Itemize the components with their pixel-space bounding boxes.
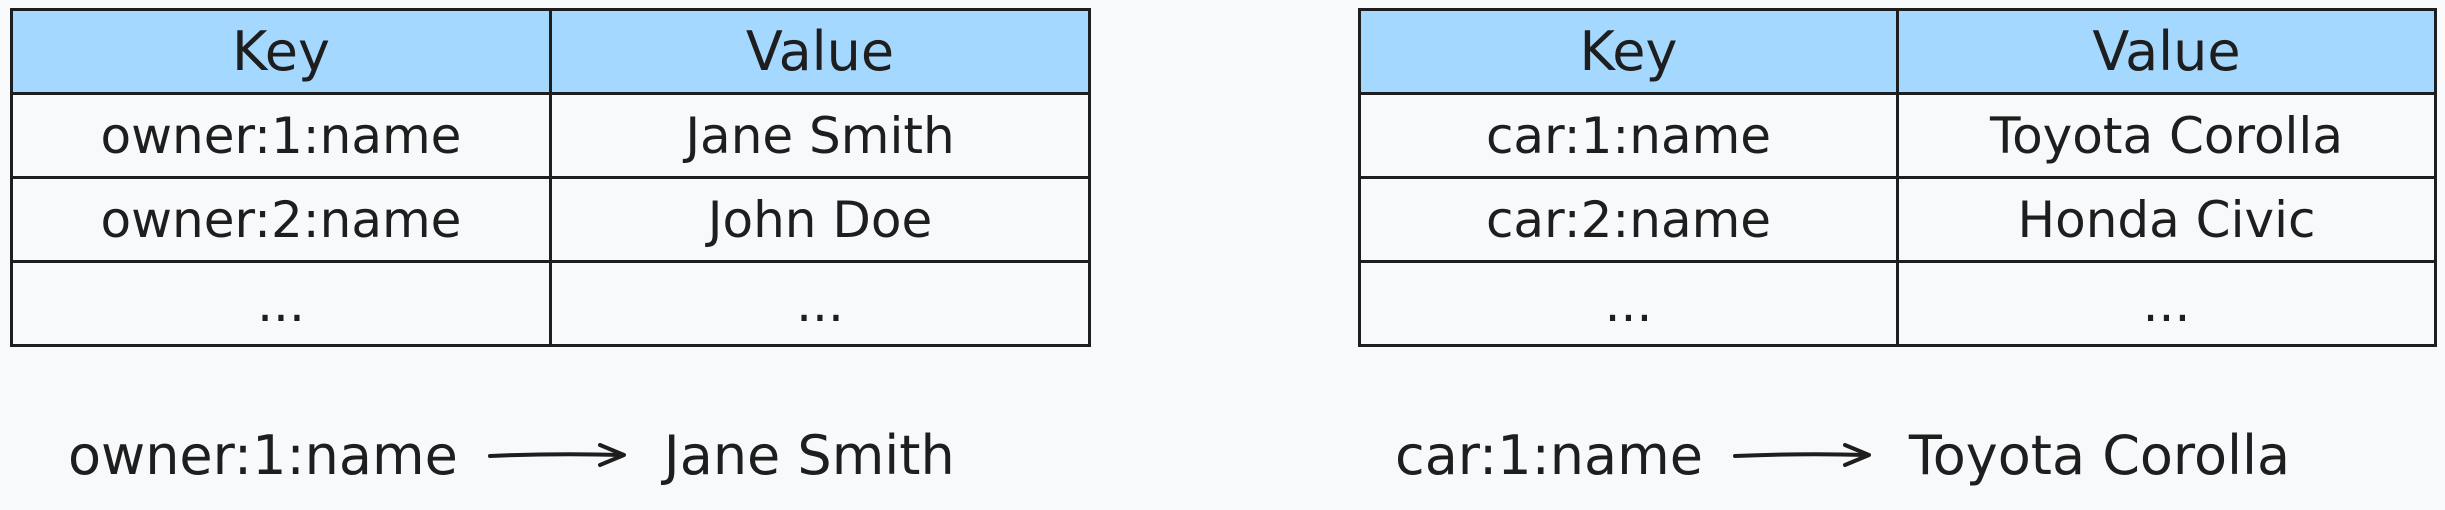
- value-cell: John Doe: [549, 176, 1091, 263]
- table-header-row: Key Value: [10, 8, 1091, 95]
- key-cell: ...: [1358, 260, 1899, 347]
- key-cell: car:1:name: [1358, 92, 1899, 179]
- arrow-right-icon: [1732, 440, 1873, 470]
- column-header-value: Value: [1896, 8, 2437, 95]
- table-row: ... ...: [10, 260, 1091, 347]
- column-header-value: Value: [549, 8, 1091, 95]
- owner-lookup-example: owner:1:name Jane Smith: [68, 417, 955, 493]
- column-header-key: Key: [1358, 8, 1899, 95]
- value-cell: ...: [549, 260, 1091, 347]
- table-row: owner:2:name John Doe: [10, 176, 1091, 263]
- key-cell: owner:1:name: [10, 92, 552, 179]
- lookup-value: Jane Smith: [663, 423, 955, 487]
- value-cell: Toyota Corolla: [1896, 92, 2437, 179]
- key-cell: ...: [10, 260, 552, 347]
- value-cell: ...: [1896, 260, 2437, 347]
- table-row: owner:1:name Jane Smith: [10, 92, 1091, 179]
- lookup-value: Toyota Corolla: [1908, 423, 2291, 487]
- value-cell: Honda Civic: [1896, 176, 2437, 263]
- value-cell: Jane Smith: [549, 92, 1091, 179]
- table-row: car:2:name Honda Civic: [1358, 176, 2437, 263]
- cars-kv-table: Key Value car:1:name Toyota Corolla car:…: [1358, 8, 2437, 347]
- key-cell: owner:2:name: [10, 176, 552, 263]
- lookup-key: car:1:name: [1395, 423, 1703, 487]
- column-header-key: Key: [10, 8, 552, 95]
- lookup-key: owner:1:name: [68, 423, 458, 487]
- table-header-row: Key Value: [1358, 8, 2437, 95]
- table-row: car:1:name Toyota Corolla: [1358, 92, 2437, 179]
- owners-kv-table: Key Value owner:1:name Jane Smith owner:…: [10, 8, 1091, 347]
- table-row: ... ...: [1358, 260, 2437, 347]
- arrow-right-icon: [487, 440, 628, 470]
- car-lookup-example: car:1:name Toyota Corolla: [1395, 417, 2290, 493]
- key-cell: car:2:name: [1358, 176, 1899, 263]
